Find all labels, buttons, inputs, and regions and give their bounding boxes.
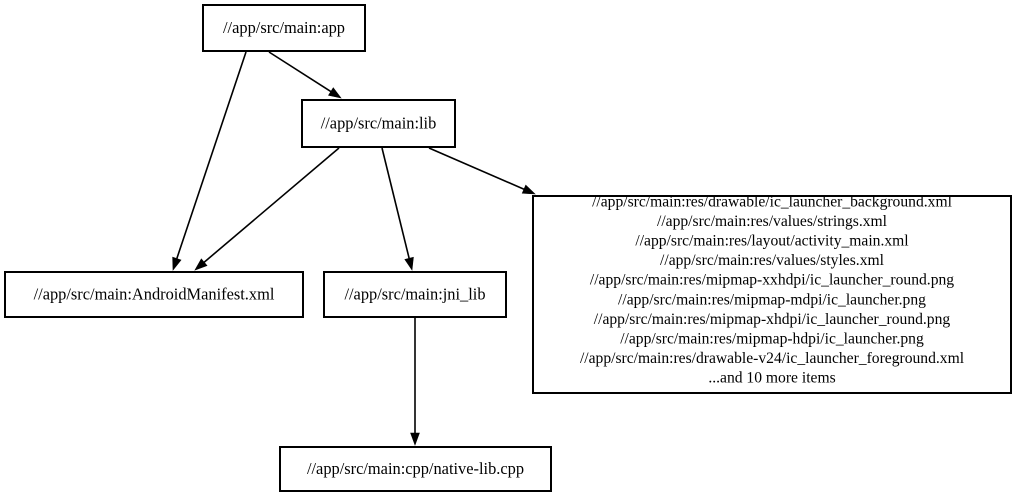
node-android-manifest[interactable]: //app/src/main:AndroidManifest.xml bbox=[4, 271, 304, 318]
node-jni-lib-label: //app/src/main:jni_lib bbox=[344, 284, 485, 303]
node-native-lib-cpp[interactable]: //app/src/main:cpp/native-lib.cpp bbox=[279, 446, 552, 492]
nodes-layer: //app/src/main:app //app/src/main:lib //ap… bbox=[4, 4, 1012, 492]
edge-jni-lib-to-native-lib bbox=[410, 318, 420, 446]
node-jni-lib-box[interactable] bbox=[323, 271, 507, 318]
edge-app-to-lib bbox=[268, 51, 342, 99]
node-android-manifest-box[interactable] bbox=[4, 271, 304, 318]
node-android-manifest-label: //app/src/main:AndroidManifest.xml bbox=[34, 284, 275, 303]
edge-app-to-lib-arrowhead-icon bbox=[328, 87, 342, 99]
node-native-lib-cpp-box[interactable] bbox=[279, 446, 552, 492]
edge-lib-to-jni-lib-arrowhead-icon bbox=[404, 256, 414, 271]
edge-app-to-android-manifest bbox=[172, 51, 247, 271]
node-res-bundle-label-line: //app/src/main:res/mipmap-xxhdpi/ic_laun… bbox=[590, 272, 954, 289]
node-native-lib-cpp-label: //app/src/main:cpp/native-lib.cpp bbox=[307, 459, 524, 478]
edge-lib-to-android-manifest bbox=[194, 147, 340, 271]
node-res-bundle[interactable]: //app/src/main:res/drawable/ic_launcher_… bbox=[532, 193, 1012, 394]
node-app-label: //app/src/main:app bbox=[223, 18, 345, 37]
node-lib[interactable]: //app/src/main:lib bbox=[301, 99, 456, 148]
node-app-box[interactable] bbox=[202, 4, 366, 52]
node-jni-lib[interactable]: //app/src/main:jni_lib bbox=[323, 271, 507, 318]
node-lib-label: //app/src/main:lib bbox=[321, 113, 437, 132]
edge-lib-to-res-bundle bbox=[428, 147, 536, 195]
edge-lib-to-jni-lib-line bbox=[381, 147, 410, 259]
node-res-bundle-label-line: //app/src/main:res/mipmap-mdpi/ic_launch… bbox=[618, 291, 926, 308]
node-res-bundle-label-line: //app/src/main:res/values/styles.xml bbox=[660, 252, 885, 269]
node-lib-box[interactable] bbox=[301, 99, 456, 148]
edge-lib-to-android-manifest-line bbox=[203, 147, 340, 263]
node-app[interactable]: //app/src/main:app bbox=[202, 4, 366, 52]
node-res-bundle-label-line: //app/src/main:res/drawable-v24/ic_launc… bbox=[580, 350, 965, 367]
edge-jni-lib-to-native-lib-arrowhead-icon bbox=[410, 432, 420, 446]
edge-lib-to-jni-lib bbox=[381, 147, 414, 271]
edge-lib-to-res-bundle-arrowhead-icon bbox=[521, 184, 536, 195]
node-res-bundle-label-line: //app/src/main:res/mipmap-hdpi/ic_launch… bbox=[620, 331, 924, 348]
edge-app-to-lib-line bbox=[268, 51, 332, 93]
edge-lib-to-android-manifest-arrowhead-icon bbox=[194, 258, 208, 271]
edge-app-to-android-manifest-arrowhead-icon bbox=[172, 256, 182, 271]
edges-layer bbox=[172, 51, 536, 446]
node-res-bundle-box[interactable] bbox=[532, 195, 1012, 394]
node-res-bundle-label-line: //app/src/main:res/drawable/ic_launcher_… bbox=[592, 193, 952, 210]
node-res-bundle-label-line: //app/src/main:res/layout/activity_main.… bbox=[635, 233, 909, 250]
node-res-bundle-label-line: //app/src/main:res/values/strings.xml bbox=[657, 213, 888, 230]
edge-app-to-android-manifest-line bbox=[176, 51, 247, 259]
node-res-bundle-label-line: ...and 10 more items bbox=[708, 370, 835, 387]
edge-lib-to-res-bundle-line bbox=[428, 147, 525, 190]
node-res-bundle-label: //app/src/main:res/drawable/ic_launcher_… bbox=[580, 193, 965, 386]
node-res-bundle-label-line: //app/src/main:res/mipmap-xhdpi/ic_launc… bbox=[594, 311, 951, 328]
